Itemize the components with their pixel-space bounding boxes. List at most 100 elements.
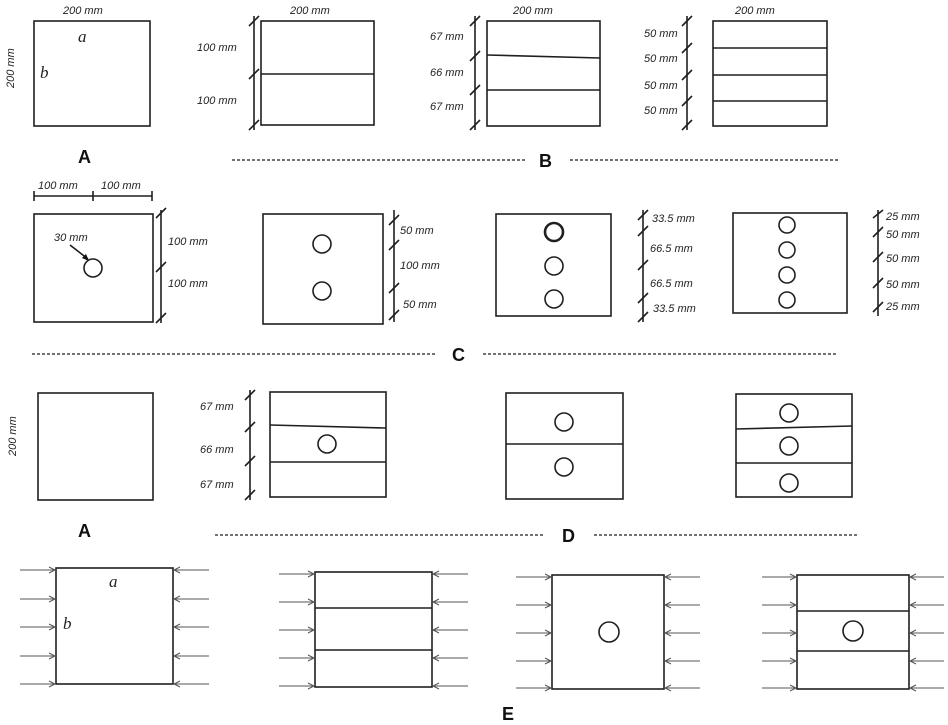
- c3-hole-3: [544, 289, 564, 309]
- plate-d2: [269, 391, 387, 498]
- plate-b2: [486, 20, 601, 127]
- dim-b2-middle: 66 mm: [430, 67, 464, 79]
- dim-c1-hole: 30 mm: [54, 232, 88, 244]
- c1-tick-1: [155, 207, 167, 219]
- d3-hole-2: [554, 457, 574, 477]
- dim-c3-4: 33.5 mm: [653, 303, 696, 315]
- d2-tick-3: [244, 455, 256, 467]
- dim-c4-1: 25 mm: [885, 211, 920, 223]
- c4-tick-1: [872, 209, 884, 219]
- plate-a: [33, 20, 151, 127]
- dim-a-left: 200 mm: [5, 48, 17, 89]
- plate-c3: [495, 213, 612, 317]
- row-e: a b: [20, 566, 944, 724]
- dim-b1-lower: 100 mm: [197, 95, 237, 107]
- plate-e2: [314, 571, 433, 688]
- e3-hole: [598, 621, 620, 643]
- c3-hole-2: [544, 256, 564, 276]
- c1-tick-2: [155, 261, 167, 273]
- c1-hole: [83, 258, 103, 278]
- b3-tick-2: [681, 42, 693, 54]
- b3-tick-5: [681, 119, 693, 131]
- c2-tick-1: [388, 214, 400, 226]
- b1-tick-2: [248, 68, 260, 80]
- d3-hole-1: [554, 412, 574, 432]
- label-e: E: [502, 704, 514, 724]
- dim-d2-lower: 67 mm: [200, 479, 234, 491]
- d4-interface-1: [735, 425, 853, 430]
- plate-e1: [55, 567, 174, 685]
- c2-tick-3: [388, 282, 400, 294]
- dim-d1-left: 200 mm: [7, 416, 19, 457]
- c2-tick-4: [388, 309, 400, 321]
- dim-b3-3: 50 mm: [644, 80, 678, 92]
- c4-hole-2: [778, 241, 796, 259]
- plate-c2: [262, 213, 384, 325]
- label-b: B: [539, 151, 552, 171]
- d4-hole-3: [779, 473, 799, 493]
- b2-tick-4: [469, 119, 481, 131]
- row-d: 200 mm A 67 mm 66 mm 67 mm D: [7, 389, 858, 546]
- e4-load-arrows: [762, 573, 944, 692]
- label-a-top: A: [78, 147, 91, 167]
- plate-c1: [33, 213, 154, 323]
- b2-tick-3: [469, 84, 481, 96]
- plate-b1: [260, 20, 375, 126]
- dim-b1-top: 200 mm: [289, 5, 330, 17]
- dim-c1-top-left: 100 mm: [38, 180, 78, 192]
- c2-tick-2: [388, 239, 400, 251]
- c4-hole-1: [778, 216, 796, 234]
- c2-hole-2: [312, 281, 332, 301]
- dim-c2-1: 50 mm: [400, 225, 434, 237]
- c4-tick-2: [872, 226, 884, 238]
- dim-b1-upper: 100 mm: [197, 42, 237, 54]
- b3-tick-3: [681, 69, 693, 81]
- e1-load-arrows: [20, 566, 209, 688]
- side-a-label: a: [78, 27, 87, 46]
- c4-tick-3: [872, 251, 884, 263]
- dim-b3-4: 50 mm: [644, 105, 678, 117]
- c1-leader-arrowhead: [82, 254, 89, 261]
- c3-tick-4: [637, 292, 649, 304]
- label-d: D: [562, 526, 575, 546]
- c2-hole-1: [312, 234, 332, 254]
- dim-c4-4: 50 mm: [886, 279, 920, 291]
- b2-interface-1: [486, 54, 601, 59]
- d4-hole-1: [779, 403, 799, 423]
- label-a-bottom: A: [78, 521, 91, 541]
- c3-tick-3: [637, 259, 649, 271]
- dim-b3-top: 200 mm: [734, 5, 775, 17]
- dim-b2-top: 200 mm: [512, 5, 553, 17]
- b2-tick-2: [469, 50, 481, 62]
- c3-tick-1: [637, 209, 649, 221]
- dim-c1-lower: 100 mm: [168, 278, 208, 290]
- c1-tick-3: [155, 312, 167, 324]
- c4-tick-4: [872, 277, 884, 289]
- dim-b2-lower: 67 mm: [430, 101, 464, 113]
- plate-c4: [732, 212, 848, 314]
- e3-load-arrows: [516, 573, 700, 692]
- b3-tick-4: [681, 95, 693, 107]
- b1-tick-3: [248, 119, 260, 131]
- d2-tick-2: [244, 421, 256, 433]
- d2-interface-1: [269, 424, 387, 429]
- e1-side-a-label: a: [109, 572, 118, 591]
- b3-tick-1: [681, 15, 693, 27]
- d2-tick-4: [244, 489, 256, 501]
- dim-a-top: 200 mm: [62, 5, 103, 17]
- dim-d2-upper: 67 mm: [200, 401, 234, 413]
- e4-hole: [842, 620, 864, 642]
- dim-c1-upper: 100 mm: [168, 236, 208, 248]
- dim-c4-2: 50 mm: [886, 229, 920, 241]
- c4-hole-4: [778, 291, 796, 309]
- b2-tick-1: [469, 15, 481, 27]
- c4-tick-5: [872, 301, 884, 313]
- b1-tick-1: [248, 15, 260, 27]
- dim-c3-2: 66.5 mm: [650, 243, 693, 255]
- dim-c2-2: 100 mm: [400, 260, 440, 272]
- side-b-label: b: [40, 63, 49, 82]
- dim-c4-5: 25 mm: [885, 301, 920, 313]
- e1-side-b-label: b: [63, 614, 72, 633]
- dim-c4-3: 50 mm: [886, 253, 920, 265]
